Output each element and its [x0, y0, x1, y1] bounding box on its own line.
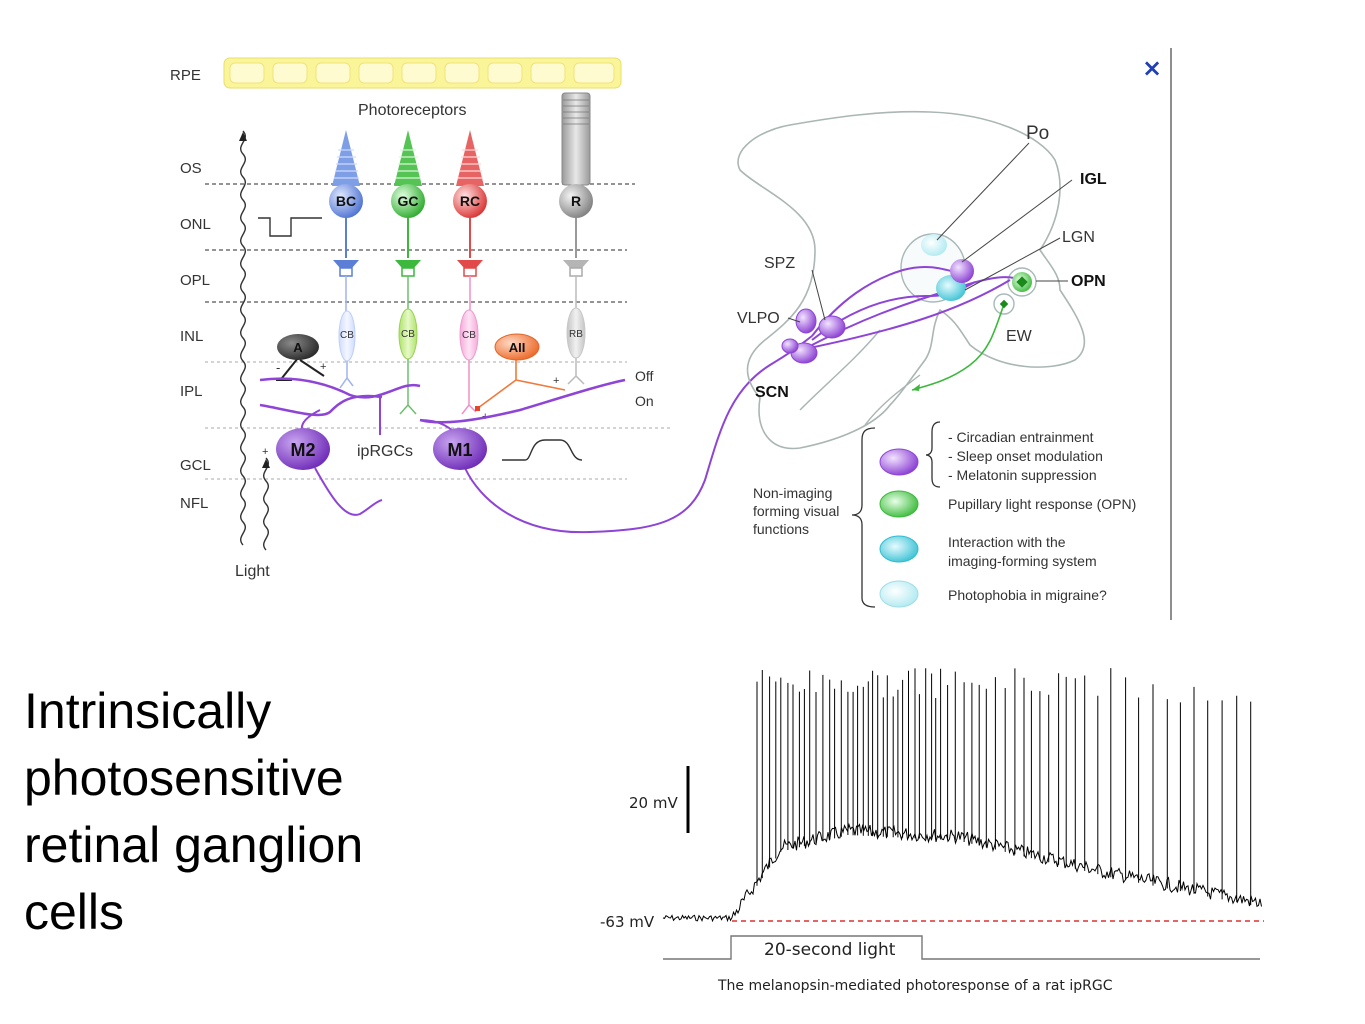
layer-label-rpe: RPE: [170, 67, 201, 84]
layer-label-gcl: GCL: [180, 457, 211, 474]
hyperpolarization-trace: [258, 217, 322, 237]
action-potential-spikes: [756, 668, 1252, 906]
svg-text:forming visual: forming visual: [753, 503, 839, 519]
baseline-label: -63 mV: [600, 913, 655, 931]
sign-minus: -: [276, 360, 280, 375]
trace-caption: The melanopsin-mediated photoresponse of…: [717, 978, 1113, 994]
green-cone-soma: [391, 184, 425, 218]
bipolar-label-2: CB: [401, 329, 415, 340]
rod-soma: [559, 184, 593, 218]
legend-swatch-green: [879, 490, 919, 518]
legend-group-line-1: Non-imaging: [753, 485, 832, 501]
iprgc-label: ipRGCs: [357, 443, 413, 460]
legend-cyan-item-1: Interaction with the: [948, 534, 1066, 550]
legend-group-line-2: forming visual: [753, 503, 839, 519]
ipl-on-label: On: [635, 393, 654, 409]
ew-nucleus-outline: [993, 293, 1015, 315]
legend-group-line-3: functions: [753, 521, 809, 537]
layer-label-os: OS: [180, 160, 202, 177]
legend-swatch-purple: [879, 448, 919, 476]
stimulus-label: 20-second light: [764, 940, 896, 960]
rpe-band: [223, 57, 622, 89]
legend-purple-item-3: - Melatonin suppression: [948, 467, 1097, 483]
green-cone: [394, 130, 422, 277]
legend-lightcyan-item: Photophobia in migraine?: [948, 587, 1107, 603]
ipl-off-label: Off: [635, 368, 654, 384]
light-stimulus-bar: [663, 935, 1260, 960]
bipolar-cells: [338, 276, 586, 415]
light-arrow-head: [239, 132, 247, 141]
sign-plus-m2: +: [262, 446, 268, 458]
retina-diagram: RPE OS ONL OPL INL IPL GCL NFL Light Pho…: [170, 57, 813, 580]
m1-axon: [464, 335, 813, 534]
light-label: Light: [235, 563, 270, 580]
bipolar-label-4: RB: [569, 329, 583, 340]
svg-text:functions: functions: [753, 521, 809, 537]
brain-label-ew: EW: [1006, 328, 1033, 345]
brain-diagram: Po IGL LGN OPN SPZ VLPO SCN EW Non-imagi…: [737, 110, 1136, 608]
svg-text:Non-imaging: Non-imaging: [753, 485, 832, 501]
bipolar-label-1: CB: [340, 330, 354, 341]
legend-green-item: Pupillary light response (OPN): [948, 496, 1136, 512]
layer-label-onl: ONL: [180, 216, 211, 233]
amacrine-aii: [475, 333, 566, 411]
brain-label-scn: SCN: [755, 384, 789, 401]
po-nucleus: [921, 234, 947, 256]
red-cone-soma: [453, 184, 487, 218]
depolarization-trace: [502, 439, 583, 461]
m2-soma: [276, 428, 330, 470]
brain-label-po: Po: [1026, 123, 1049, 144]
photoreceptors-title: Photoreceptors: [358, 102, 467, 119]
m2-label: M2: [290, 440, 315, 460]
title-line-1: Intrinsically: [24, 683, 272, 739]
layer-label-ipl: IPL: [180, 383, 203, 400]
scale-bar-label: 20 mV: [629, 794, 678, 812]
legend-swatch-light-cyan: [879, 580, 919, 608]
close-icon[interactable]: ×: [1141, 54, 1163, 82]
brain-label-igl: IGL: [1080, 171, 1107, 188]
layer-label-inl: INL: [180, 328, 203, 345]
amacrine-a-label: A: [293, 340, 303, 355]
layer-label-nfl: NFL: [180, 495, 208, 512]
vlpo-nucleus: [781, 338, 799, 354]
amacrine-aii-label: AII: [509, 340, 526, 355]
blue-cone-label: BC: [336, 193, 356, 209]
membrane-potential-trace: [662, 822, 1262, 923]
rod-label: R: [571, 193, 581, 209]
title-line-2: photosensitive: [24, 750, 344, 806]
igl-nucleus: [950, 259, 974, 283]
m1-label: M1: [447, 440, 472, 460]
m1-soma: [433, 428, 487, 470]
blue-cone-soma: [329, 184, 363, 218]
sign-plus-a: +: [320, 361, 326, 373]
green-cone-label: GC: [398, 193, 419, 209]
legend: Non-imaging forming visual functions - C…: [753, 421, 1136, 608]
page-title: Intrinsically photosensitive retinal gan…: [24, 678, 444, 946]
title-line-3: retinal ganglion: [24, 817, 364, 873]
legend-purple-item-1: - Circadian entrainment: [948, 429, 1094, 445]
red-cone: [456, 130, 484, 277]
layer-label-opl: OPL: [180, 272, 210, 289]
bipolar-label-3: CB: [462, 330, 476, 341]
red-cone-label: RC: [460, 193, 480, 209]
trace-panel: 20 mV -63 mV 20-second light The melanop…: [600, 668, 1264, 994]
legend-purple-item-2: - Sleep onset modulation: [948, 448, 1103, 464]
legend-swatch-cyan: [879, 535, 919, 563]
sign-plus-aii: +: [553, 375, 559, 387]
brain-label-opn: OPN: [1071, 273, 1106, 290]
brain-label-lgn: LGN: [1062, 229, 1095, 246]
legend-cyan-item-2: imaging-forming system: [948, 553, 1097, 569]
spz-nucleus: [795, 308, 817, 334]
brain-label-spz: SPZ: [764, 255, 795, 272]
light-arrows: [240, 130, 269, 551]
brain-label-vlpo: VLPO: [737, 310, 780, 327]
blue-cone: [332, 130, 360, 277]
title-line-4: cells: [24, 884, 125, 940]
